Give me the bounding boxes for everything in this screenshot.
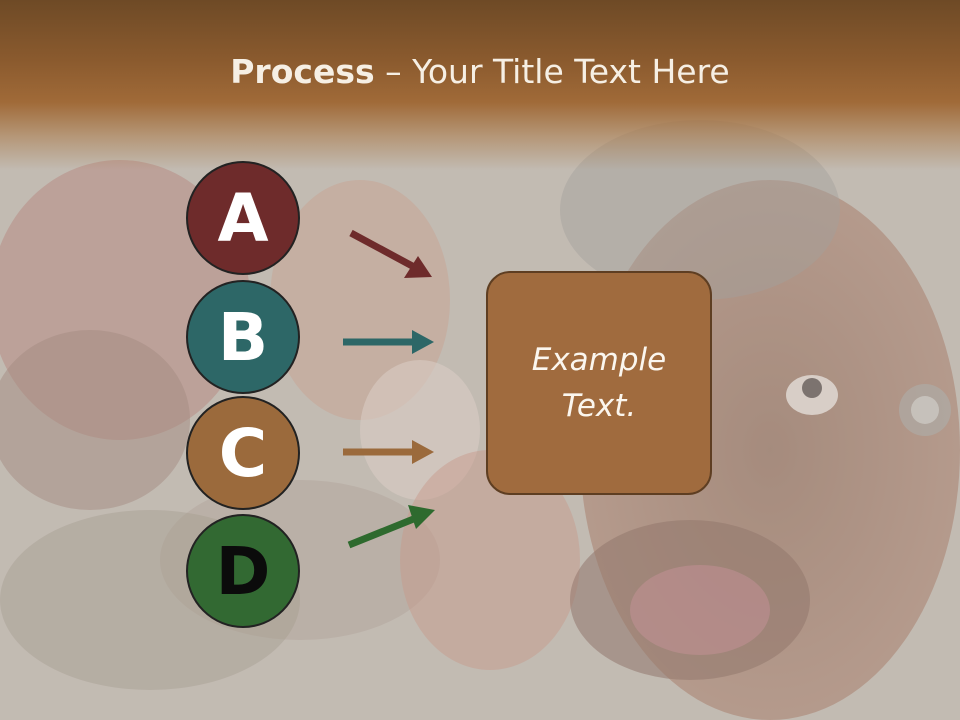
title-band: [0, 0, 960, 170]
arrow-c-icon: [343, 440, 434, 464]
title-rest-text: – Your Title Text Here: [374, 52, 730, 91]
step-a-circle: A: [186, 161, 300, 275]
arrow-b-icon: [343, 330, 434, 354]
step-c-circle: C: [186, 396, 300, 510]
slide-title: Process – Your Title Text Here: [0, 52, 960, 91]
step-b-circle: B: [186, 280, 300, 394]
arrow-a-icon: [349, 229, 432, 278]
title-bold-text: Process: [230, 52, 375, 91]
box-line-2: Text.: [561, 388, 637, 424]
step-d-circle: D: [186, 514, 300, 628]
box-line-1: Example: [531, 342, 667, 378]
example-text-box: Example Text.: [486, 271, 712, 495]
arrow-d-icon: [347, 505, 435, 549]
